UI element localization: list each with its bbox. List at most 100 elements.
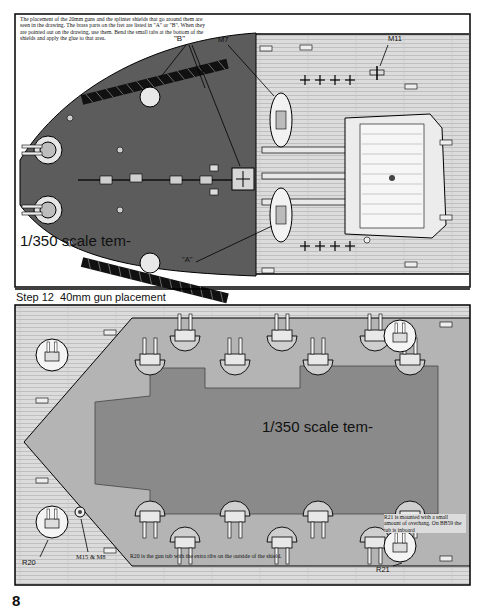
roof-rib [362, 154, 422, 155]
roof-rib [362, 134, 422, 135]
box-cross [236, 179, 250, 180]
shield-rib [96, 90, 103, 101]
m11-post [376, 66, 378, 80]
20mm-gun [315, 241, 325, 251]
gun-barrel [143, 522, 146, 538]
20mm-gun [300, 75, 310, 85]
step-heading: Step 12 40mm gun placement [16, 291, 166, 304]
roof-rib [362, 184, 422, 185]
deck-fitting [260, 46, 272, 51]
gun-barrel [403, 323, 406, 333]
gun-barrel [349, 241, 350, 251]
gun-barrel [311, 338, 314, 354]
gun-tub [140, 253, 160, 273]
gun-barrel [154, 338, 157, 354]
gun-mount [225, 354, 245, 365]
part-label: M7 [218, 36, 242, 45]
deck-fitting [36, 478, 48, 483]
gun-barrel [47, 509, 50, 519]
roof-rib [362, 214, 422, 215]
40mm-gun-tub [303, 338, 333, 375]
deck-fitting [405, 84, 417, 89]
leader-line [160, 45, 186, 78]
20mm-gun [345, 241, 355, 251]
deck-fitting [104, 548, 116, 553]
gun-barrel [22, 212, 42, 215]
gun-barrel [349, 75, 350, 85]
shield-rib [137, 271, 144, 282]
gun-barrel [319, 75, 320, 85]
gun-barrel [143, 338, 146, 354]
gun-barrel [311, 522, 314, 538]
gun-barrel [178, 314, 181, 330]
deck-fitting [440, 556, 452, 561]
gun-mount [140, 354, 160, 365]
deck-planking [255, 34, 469, 274]
gun-mount [308, 511, 328, 522]
deck-fitting [440, 215, 452, 220]
panel-frame [15, 305, 470, 585]
shield-rib [177, 70, 184, 81]
tub-ring [384, 530, 416, 562]
shield-rib [96, 261, 103, 272]
gun-barrel [403, 533, 406, 543]
part-label: "A" [182, 256, 200, 265]
superstructure-deck [95, 366, 438, 514]
shield-rib [116, 266, 123, 277]
part-label: M11 [388, 35, 412, 44]
shield-rib [106, 263, 113, 274]
boat [270, 93, 292, 147]
roof-rib [362, 204, 422, 205]
gun-barrel [154, 522, 157, 538]
leader-line [189, 45, 205, 88]
gun-tub-ring [36, 339, 68, 371]
leader-line [81, 519, 88, 552]
deck-fitting [104, 330, 116, 335]
gun-barrel [228, 338, 231, 354]
part-label: 1/350 scale tem- [262, 418, 422, 435]
gun-mount [400, 354, 420, 365]
leader-line [380, 45, 388, 66]
gun-barrel [304, 75, 305, 85]
shield-rib [198, 286, 205, 297]
gun-mount [45, 352, 59, 361]
note-text: R20 is the gun tub with the extra ribs o… [130, 553, 370, 560]
gun-mount [272, 537, 292, 548]
roof-rib [362, 164, 422, 165]
mount-base [40, 202, 56, 218]
gun-barrel [368, 314, 371, 330]
deck-edge [256, 33, 469, 35]
gun-barrel [322, 338, 325, 354]
40mm-gun-tub [135, 501, 165, 538]
deck-fitting [67, 115, 73, 121]
note-text: R21 is mounted with a small amount of ov… [384, 514, 466, 533]
tub-ring [36, 506, 68, 538]
gun-barrel [22, 145, 42, 148]
gun-tub-ring [384, 320, 416, 352]
roof-rib [362, 174, 422, 175]
deck-fitting [440, 140, 452, 145]
20mm-gun [330, 75, 340, 85]
gun-tub [140, 87, 160, 107]
gun-mount [45, 519, 59, 528]
20mm-gun [330, 241, 340, 251]
leader-line [40, 540, 48, 557]
leader-line [228, 45, 274, 96]
superstructure-outline [24, 318, 470, 566]
shield-rib [177, 281, 184, 292]
shield-rib [106, 88, 113, 99]
main-turret [345, 114, 446, 238]
part-label: "B" [174, 34, 198, 43]
shield-rib [147, 274, 154, 285]
gun-barrel [395, 533, 398, 543]
gun-mount [393, 333, 407, 342]
part-label: R21 [376, 566, 398, 575]
main-gun-barrel [262, 147, 348, 153]
gun-tub-ring [384, 530, 416, 562]
gun-barrel [322, 522, 325, 538]
deck-edge [256, 273, 469, 275]
gun-mount [175, 537, 195, 548]
gun-barrel [228, 522, 231, 538]
gun-mount [22, 196, 62, 224]
gun-barrel [319, 241, 320, 251]
